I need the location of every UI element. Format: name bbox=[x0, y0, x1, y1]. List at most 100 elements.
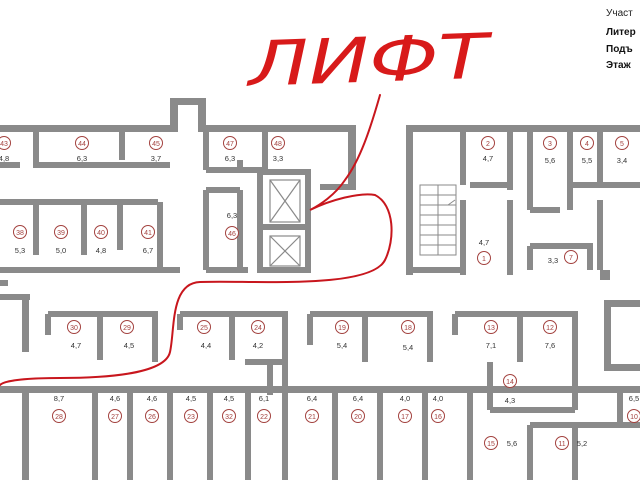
room-badge bbox=[564, 250, 578, 264]
room-badge bbox=[145, 409, 159, 423]
room-badge bbox=[305, 409, 319, 423]
room-25: 254,4 bbox=[197, 320, 211, 350]
room-area: 7,1 bbox=[486, 341, 496, 350]
room-number: 44 bbox=[78, 141, 86, 148]
room-44: 446,3 bbox=[75, 136, 89, 163]
room-badge bbox=[94, 225, 108, 239]
room-number: 27 bbox=[111, 414, 119, 421]
room-38: 385,3 bbox=[13, 225, 27, 255]
room-20: 206,4 bbox=[351, 394, 365, 423]
room-47: 476,3 bbox=[223, 136, 237, 163]
header-line-plot: Участ bbox=[606, 8, 633, 19]
room-area: 4,8 bbox=[0, 154, 9, 163]
room-badge bbox=[13, 225, 27, 239]
room-number: 7 bbox=[569, 255, 573, 262]
room-area: 6,7 bbox=[143, 246, 153, 255]
header-line-entrance: Подъ bbox=[606, 44, 633, 55]
room-24: 244,2 bbox=[251, 320, 265, 350]
room-area: 4,8 bbox=[96, 246, 106, 255]
room-area: 3,3 bbox=[273, 154, 283, 163]
room-badge bbox=[271, 136, 285, 150]
room-area: 3,4 bbox=[617, 156, 627, 165]
room-area: 3,7 bbox=[151, 154, 161, 163]
room-46: 466,3 bbox=[225, 211, 239, 240]
room-21: 216,4 bbox=[305, 394, 319, 423]
room-area: 4,6 bbox=[147, 394, 157, 403]
room-area: 4,3 bbox=[505, 396, 515, 405]
room-partitions bbox=[0, 132, 640, 480]
room-13: 137,1 bbox=[484, 320, 498, 350]
room-number: 47 bbox=[226, 141, 234, 148]
room-area: 5,6 bbox=[545, 156, 555, 165]
room-45: 453,7 bbox=[149, 136, 163, 163]
room-number: 20 bbox=[354, 414, 362, 421]
elevator-handwritten-label: ЛИФТ bbox=[244, 19, 494, 101]
room-number: 3 bbox=[548, 141, 552, 148]
room-badge bbox=[543, 136, 557, 150]
room-number: 18 bbox=[404, 325, 412, 332]
room-area: 7,6 bbox=[545, 341, 555, 350]
room-area: 6,4 bbox=[353, 394, 363, 403]
room-number: 41 bbox=[144, 230, 152, 237]
room-area: 3,3 bbox=[548, 256, 558, 265]
room-number: 4 bbox=[585, 141, 589, 148]
room-area: 4,7 bbox=[483, 154, 493, 163]
room-number: 1 bbox=[482, 256, 486, 263]
room-area: 5,0 bbox=[56, 246, 66, 255]
room-22: 226,1 bbox=[257, 394, 271, 423]
room-10: 106,5 bbox=[627, 394, 640, 423]
room-17: 174,0 bbox=[398, 394, 412, 423]
room-badge bbox=[149, 136, 163, 150]
room-badge bbox=[484, 436, 498, 450]
room-badge bbox=[503, 374, 517, 388]
room-26: 264,6 bbox=[145, 394, 159, 423]
room-number: 22 bbox=[260, 414, 268, 421]
room-area: 4,7 bbox=[71, 341, 81, 350]
room-area: 4,2 bbox=[253, 341, 263, 350]
room-40: 404,8 bbox=[94, 225, 108, 255]
header-line-floor: Этаж bbox=[606, 60, 631, 71]
room-area: 6,3 bbox=[225, 154, 235, 163]
walls bbox=[0, 98, 640, 480]
room-badge bbox=[184, 409, 198, 423]
room-area: 5,4 bbox=[403, 343, 413, 352]
room-43: 434,8 bbox=[0, 136, 11, 163]
room-number: 30 bbox=[70, 325, 78, 332]
room-badge bbox=[543, 320, 557, 334]
room-badge bbox=[477, 251, 491, 265]
room-5: 53,4 bbox=[615, 136, 629, 165]
room-39: 395,0 bbox=[54, 225, 68, 255]
room-area: 4,5 bbox=[224, 394, 234, 403]
room-badge bbox=[335, 320, 349, 334]
room-badge bbox=[108, 409, 122, 423]
room-19: 195,4 bbox=[335, 320, 349, 350]
room-badge bbox=[251, 320, 265, 334]
room-area: 6,4 bbox=[307, 394, 317, 403]
room-area: 4,0 bbox=[433, 394, 443, 403]
room-2: 24,7 bbox=[481, 136, 495, 163]
room-number: 24 bbox=[254, 325, 262, 332]
room-badge bbox=[481, 136, 495, 150]
room-badge bbox=[141, 225, 155, 239]
room-12: 127,6 bbox=[543, 320, 557, 350]
room-area: 5,6 bbox=[507, 439, 517, 448]
room-number: 17 bbox=[401, 414, 409, 421]
room-number: 19 bbox=[338, 325, 346, 332]
room-29: 294,5 bbox=[120, 320, 134, 350]
room-28: 288,7 bbox=[52, 394, 66, 423]
room-badge bbox=[257, 409, 271, 423]
room-1: 14,7 bbox=[477, 238, 491, 265]
header-line-building: Литер bbox=[606, 27, 636, 38]
room-number: 11 bbox=[558, 441, 565, 448]
room-badge bbox=[225, 226, 239, 240]
room-labels: 434,8446,3453,7476,3483,324,735,645,553,… bbox=[0, 136, 640, 450]
room-badge bbox=[120, 320, 134, 334]
room-number: 28 bbox=[55, 414, 63, 421]
room-area: 5,3 bbox=[15, 246, 25, 255]
room-badge bbox=[197, 320, 211, 334]
room-number: 15 bbox=[487, 441, 495, 448]
room-area: 4,4 bbox=[201, 341, 211, 350]
room-number: 43 bbox=[0, 141, 8, 148]
